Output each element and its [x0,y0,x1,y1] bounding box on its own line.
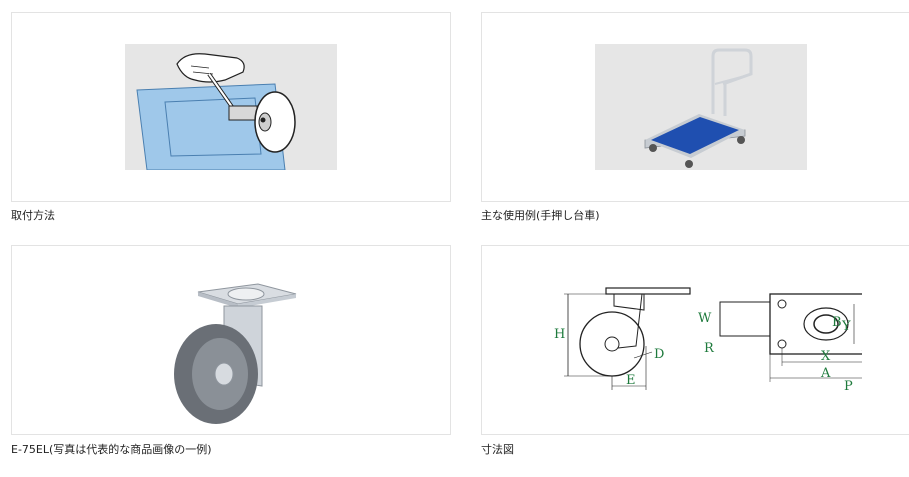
mounting-method-card [11,12,451,202]
dim-label-y: Y [841,319,851,334]
dimension-drawing-caption: 寸法図 [481,443,514,456]
dim-label-b: B [832,315,842,330]
dim-label-a: A [820,366,831,381]
dim-label-p: P [844,379,853,394]
product-photo-caption: E-75EL(写真は代表的な商品画像の一例) [11,443,212,456]
mounting-method-illustration [125,44,337,170]
dimension-drawing-card: H W D R E X A Y P [481,245,909,435]
dim-label-d: D [654,347,664,362]
dim-label-r: R [704,341,715,356]
hand-cart-usage-example [595,44,807,170]
wheel-side [579,311,645,377]
dim-label-x: X [821,349,831,364]
dim-label-h: H [554,327,565,342]
top-plate-side [605,287,691,295]
usage-example-card [481,12,909,202]
dim-label-w: W [698,311,712,326]
mounting-method-caption: 取付方法 [11,209,55,222]
product-photo-card [11,245,451,435]
dimension-drawing: H W D R E X A Y P [544,286,862,398]
usage-example-caption: 主な使用例(手押し台車) [481,209,600,222]
plate-top-view [769,293,862,355]
dim-label-e: E [626,373,636,388]
caster-product-photo [162,276,302,426]
